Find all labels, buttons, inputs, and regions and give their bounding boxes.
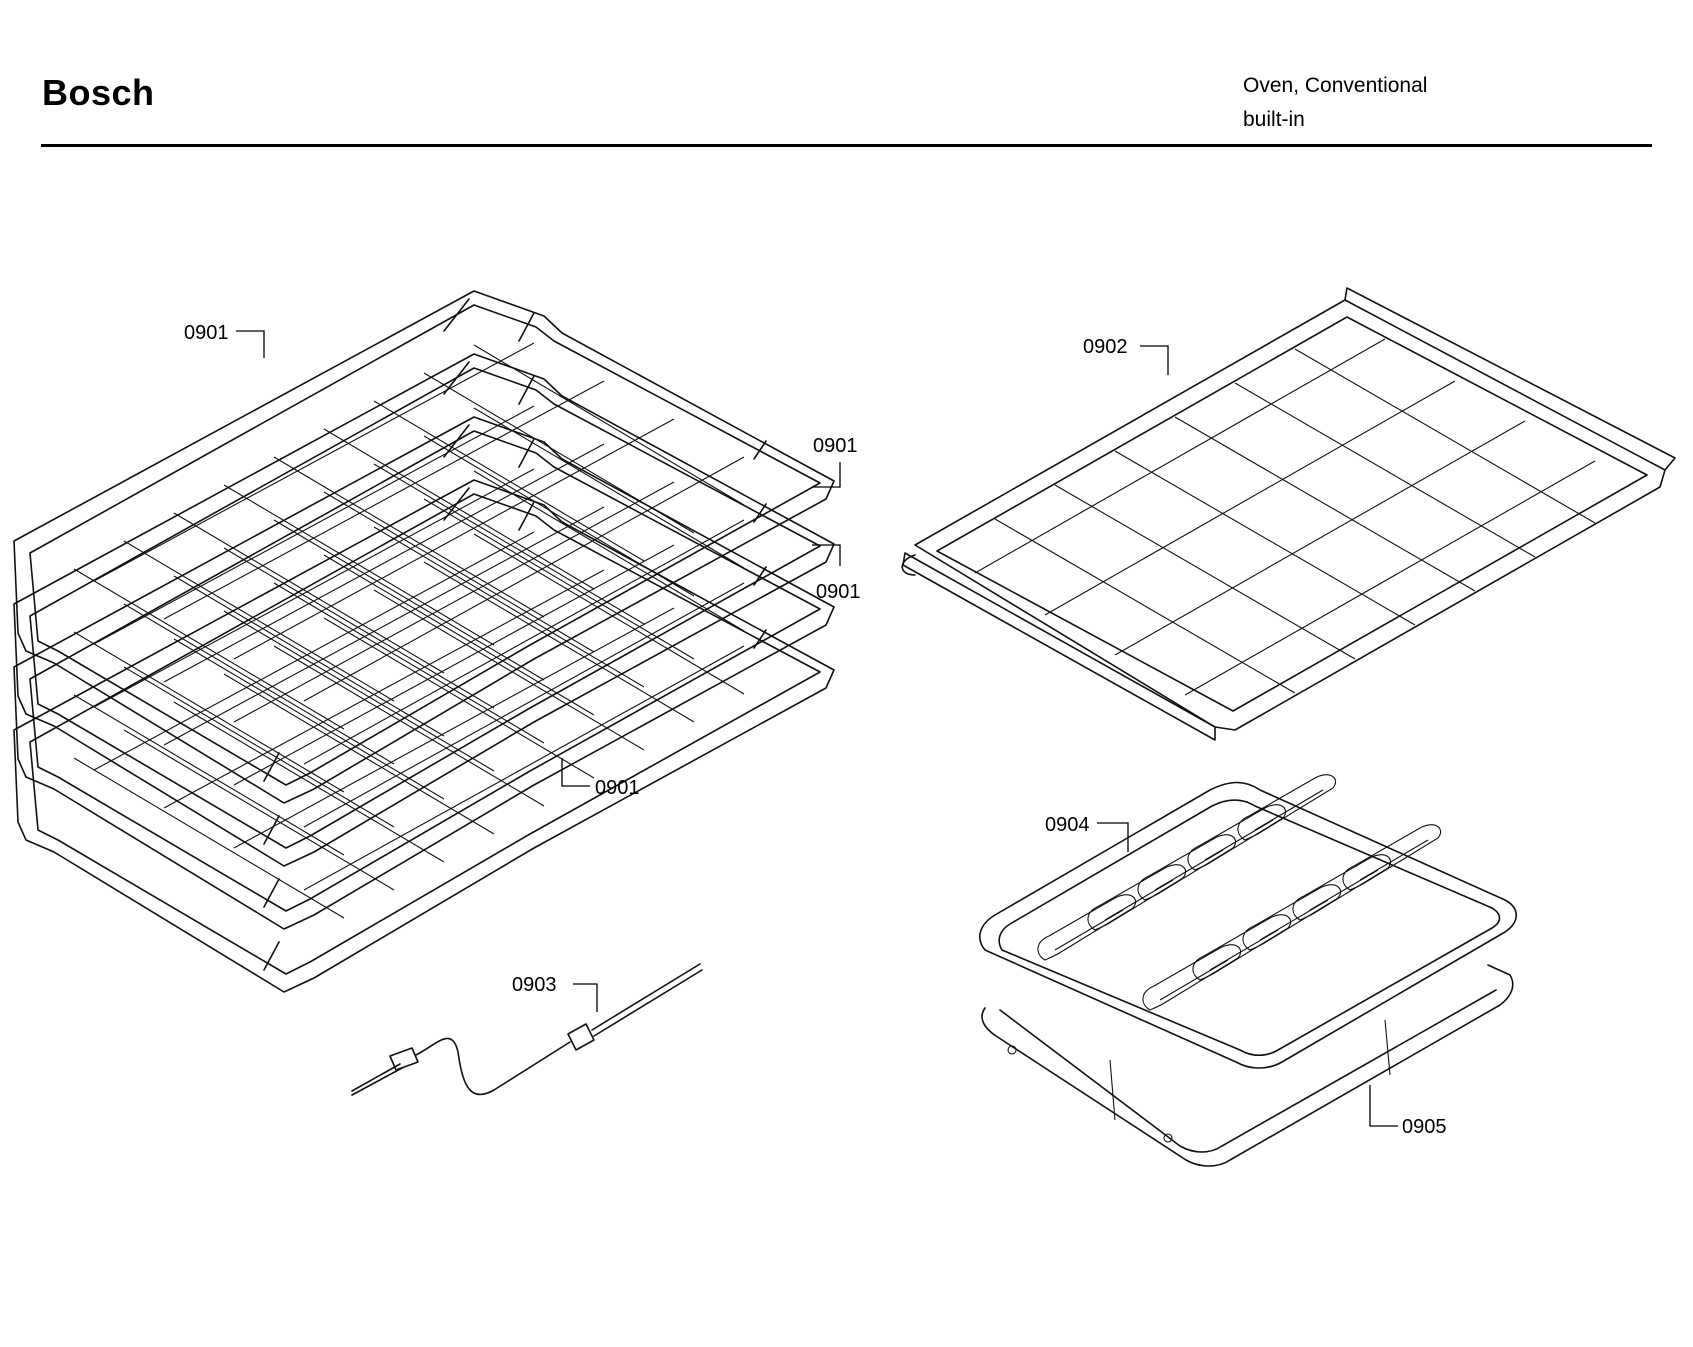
callout-meat-probe: 0903 xyxy=(512,974,557,996)
callout-leader-rack-third xyxy=(812,544,841,566)
telescopic-rack xyxy=(901,287,1676,741)
product-subtype: built-in xyxy=(1243,108,1305,131)
callout-leader-broil-grid xyxy=(1097,822,1129,852)
rack-handle xyxy=(901,554,916,576)
oven-rack-top xyxy=(13,290,835,804)
oven-rack-stack xyxy=(13,290,835,993)
callout-broil-pan: 0905 xyxy=(1402,1116,1447,1138)
callout-rack-bottom: 0901 xyxy=(595,777,640,799)
header-divider xyxy=(41,144,1652,147)
brand-name: Bosch xyxy=(42,72,155,113)
callout-leader-probe xyxy=(573,983,598,1012)
broil-pan xyxy=(981,964,1514,1167)
product-type: Oven, Conventional xyxy=(1243,74,1428,97)
callout-rack-third: 0901 xyxy=(816,581,861,603)
callout-rack-top: 0901 xyxy=(184,322,229,344)
callout-leader-rack-second xyxy=(812,462,841,488)
callout-leader-broil-pan xyxy=(1369,1085,1398,1127)
meat-probe xyxy=(351,963,703,1096)
callout-leader-rack-top xyxy=(236,330,265,358)
callout-telescopic-rack: 0902 xyxy=(1083,336,1128,358)
callout-leader-rack-bottom xyxy=(561,758,590,787)
callout-leader-telescopic xyxy=(1140,345,1169,375)
callout-broil-grid: 0904 xyxy=(1045,814,1090,836)
callout-rack-second: 0901 xyxy=(813,435,858,457)
broil-grid xyxy=(979,774,1518,1069)
